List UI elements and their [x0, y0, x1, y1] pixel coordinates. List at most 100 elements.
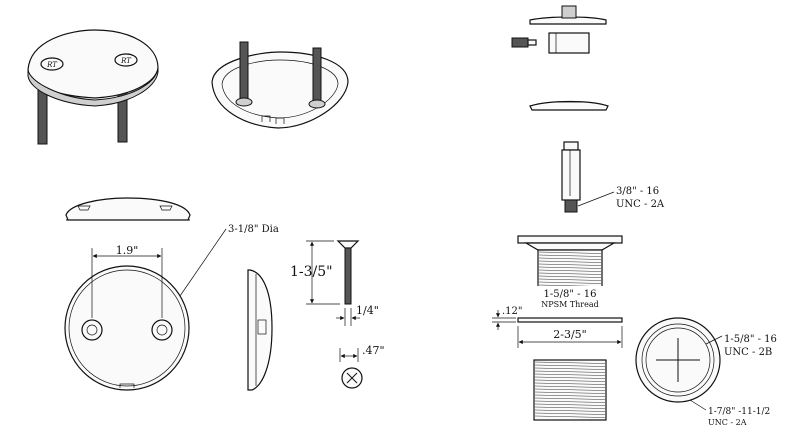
thread-line	[534, 379, 606, 382]
flange-diameter-label: 2-3/5"	[553, 328, 586, 341]
front-hole-left	[81, 319, 103, 341]
plunger-leader	[577, 191, 615, 207]
thread-line	[534, 373, 606, 376]
underside-clip	[261, 115, 285, 124]
thread-line	[534, 385, 606, 388]
thread-line	[534, 388, 606, 391]
plunger-thread-size: 3/8" - 16	[616, 186, 659, 197]
stopper-set-screw	[511, 37, 529, 48]
stopper-set-screw-head	[527, 39, 537, 46]
screw-shank	[344, 247, 352, 305]
stopper-body	[548, 32, 590, 54]
thread-line	[538, 275, 602, 278]
ring-inner-leader	[705, 335, 723, 345]
ring-top-view: 1-5/8" - 16 UNC - 2B 1-7/8" -11-1/2 UNC …	[635, 317, 777, 427]
underside-stud-left	[239, 41, 249, 101]
drain-thread-type: NPSM Thread	[541, 300, 599, 309]
drain-neck	[523, 242, 617, 251]
thread-line	[538, 260, 602, 263]
underside-inner	[221, 59, 339, 119]
thread-line	[534, 403, 606, 406]
disc-shape	[529, 100, 609, 111]
screw-shank-label: 1/4"	[356, 304, 379, 317]
cover-side-profile	[65, 197, 191, 221]
thread-line	[538, 251, 602, 254]
thread-line	[534, 400, 606, 403]
plunger-thread	[564, 199, 578, 213]
edge-profile	[247, 269, 273, 391]
thread-line	[534, 364, 606, 367]
flange-plate: .12" 2-3/5"	[492, 306, 623, 348]
flange-plate-shape	[517, 317, 623, 323]
drain-flange	[517, 235, 623, 244]
cover-edge-view	[247, 269, 273, 391]
underside-stud-right	[312, 47, 322, 103]
overflow-cover-perspective: RT RT	[27, 29, 159, 145]
thread-line	[538, 272, 602, 275]
thread-line	[534, 409, 606, 412]
profile-dome	[65, 197, 191, 221]
threaded-plunger: 3/8" - 16 UNC - 2A	[561, 141, 665, 213]
outer-thread-class: UNC - 2A	[708, 418, 747, 427]
thread-line	[534, 376, 606, 379]
plunger-thread-class: UNC - 2A	[616, 199, 665, 210]
profile-holes	[77, 205, 173, 211]
underside-boss-left	[235, 97, 253, 107]
cover-logo-right: RT	[120, 57, 132, 65]
stopper-knob	[561, 5, 577, 19]
thread-line	[538, 281, 602, 284]
front-notch	[119, 383, 135, 388]
diameter-leader	[179, 228, 227, 297]
thread-line	[538, 269, 602, 272]
cover-rim	[27, 67, 159, 107]
drain-thread-size: 1-5/8" - 16	[544, 289, 597, 300]
overflow-cover-underside	[211, 41, 349, 129]
threaded-coupling	[533, 359, 607, 421]
thread-line	[534, 415, 606, 418]
front-hole-right	[151, 319, 173, 341]
ring-outer-leader	[689, 399, 707, 411]
thread-line	[538, 266, 602, 269]
thread-line	[534, 412, 606, 415]
stopper-assembly	[511, 5, 607, 54]
plunger-top	[563, 141, 579, 151]
stopper-disc	[529, 100, 609, 111]
edge-tab	[257, 319, 267, 335]
thread-line	[538, 257, 602, 260]
screw-length-label: 1-3/5"	[290, 264, 333, 280]
stopper-cap	[529, 16, 607, 25]
ring-thread-class: UNC - 2B	[724, 347, 772, 358]
front-hole-right-inner	[156, 324, 168, 336]
front-outer-circle	[64, 265, 190, 391]
ring-inner	[645, 327, 711, 393]
flat-head-screw: 1-3/5" 1/4" .47"	[290, 240, 385, 389]
thread-line	[534, 397, 606, 400]
cover-logo-left: RT	[46, 61, 58, 69]
thread-line	[534, 382, 606, 385]
thread-line	[534, 406, 606, 409]
hole-spacing-label: 1.9"	[116, 244, 139, 257]
cover-screw-hole-left	[40, 57, 64, 71]
thread-line	[538, 263, 602, 266]
thread-line	[538, 278, 602, 281]
screw-head-label: .47"	[362, 344, 385, 357]
ring-mid	[641, 323, 715, 397]
plunger-body	[561, 149, 581, 201]
cover-front-view: 1.9" 3-1/8" Dia	[64, 224, 279, 391]
thread-line	[534, 370, 606, 373]
thread-line	[538, 254, 602, 257]
underside-boss-right	[308, 99, 326, 109]
flange-thickness-label: .12"	[502, 306, 523, 317]
ring-thread-size: 1-5/8" - 16	[724, 334, 777, 345]
cover-diameter-label: 3-1/8" Dia	[228, 224, 279, 235]
drain-label-bg	[536, 286, 604, 310]
outer-thread-size: 1-7/8" -11-1/2	[708, 407, 770, 417]
phillips-cross	[346, 372, 358, 384]
thread-line	[534, 361, 606, 364]
thread-line	[534, 391, 606, 394]
drain-body: 1-5/8" - 16 NPSM Thread	[517, 235, 623, 310]
screw-head	[336, 240, 360, 249]
front-hole-left-inner	[86, 324, 98, 336]
thread-line	[534, 367, 606, 370]
